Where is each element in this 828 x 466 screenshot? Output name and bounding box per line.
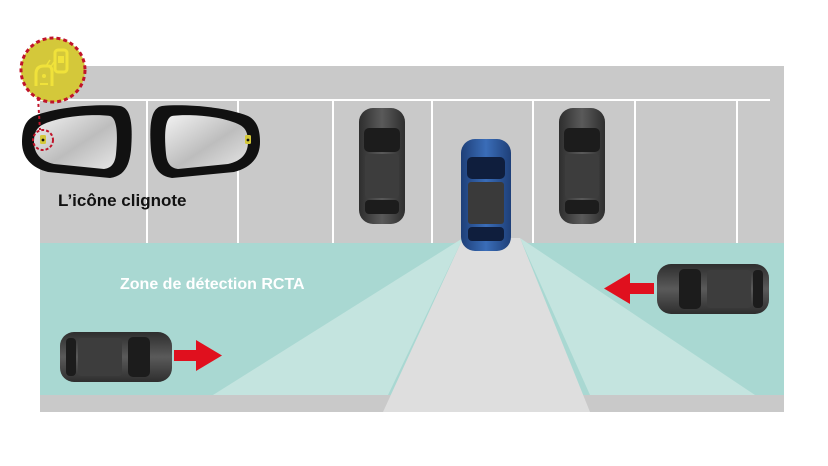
ego-vehicle xyxy=(461,139,511,251)
center-beam xyxy=(383,238,590,412)
car-warning-icon xyxy=(245,135,251,144)
icon-blinks-label: L’icône clignote xyxy=(58,191,186,210)
car-warning-icon xyxy=(40,135,46,144)
zoom-connector xyxy=(37,97,41,131)
parked-car xyxy=(359,108,405,224)
left-side-mirror xyxy=(22,105,132,178)
approaching-car-left xyxy=(60,332,172,382)
zoom-target xyxy=(32,129,54,151)
detection-beam-right xyxy=(520,238,755,395)
approaching-car-right xyxy=(657,264,769,314)
right-side-mirror xyxy=(150,105,260,178)
parked-car xyxy=(559,108,605,224)
blind-spot-indicator xyxy=(19,36,87,104)
detection-zone-label: Zone de détection RCTA xyxy=(120,276,305,293)
arrow-icon xyxy=(604,273,654,304)
detection-beam-left xyxy=(213,238,463,395)
car-warning-icon xyxy=(34,48,69,86)
arrow-icon xyxy=(174,340,222,371)
